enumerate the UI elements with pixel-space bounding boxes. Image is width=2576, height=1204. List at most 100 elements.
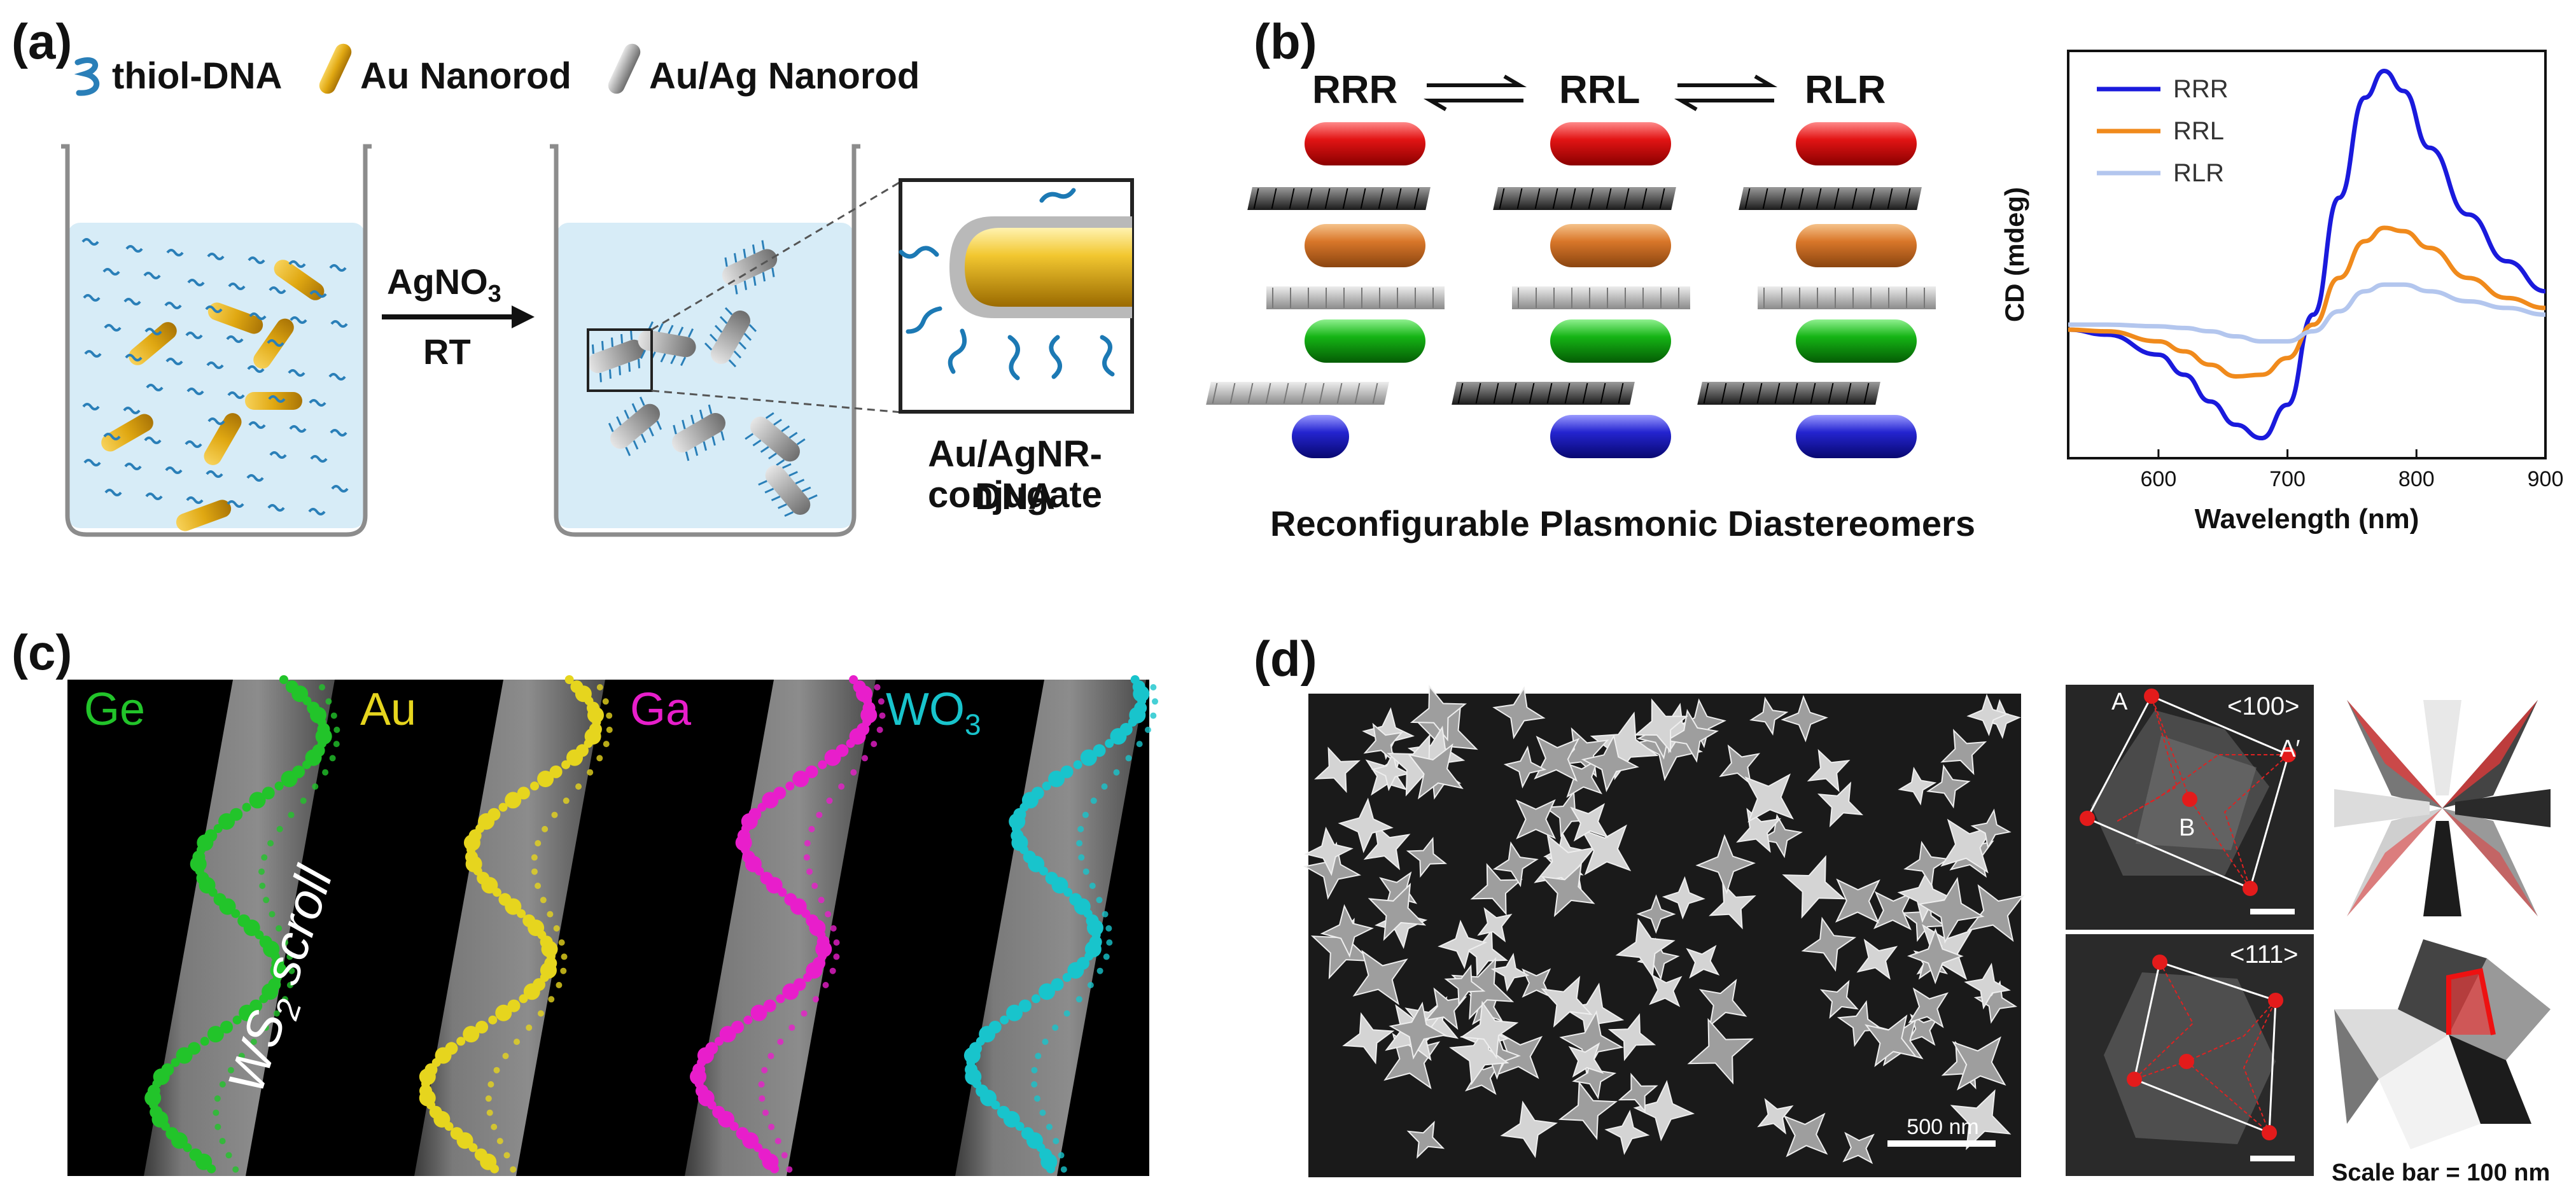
eds-particle	[561, 953, 568, 960]
eds-particle	[603, 741, 610, 748]
chiral-nanoparticle	[1781, 694, 1828, 743]
thiol-dna-strand	[205, 305, 223, 313]
chiral-nanoparticle	[1618, 1072, 1658, 1113]
eds-particle	[171, 1058, 180, 1067]
eds-particle	[488, 1015, 498, 1025]
dna-strand	[765, 412, 774, 419]
eds-particle	[833, 953, 840, 960]
eds-particle	[1003, 1110, 1020, 1128]
eds-particle	[1136, 741, 1143, 748]
chiral-nanoparticle	[1492, 841, 1539, 888]
eds-particle	[1150, 712, 1157, 719]
chiral-nanoparticle	[1607, 1013, 1656, 1061]
eds-particle	[876, 726, 883, 733]
eds-particle	[1039, 866, 1048, 876]
thiol-dna-strand	[145, 493, 163, 500]
eds-particle	[288, 811, 295, 818]
eds-particle	[816, 811, 823, 818]
eds-particle	[286, 953, 293, 960]
eds-particle	[1015, 1122, 1025, 1131]
thiol-dna-strand	[83, 459, 101, 466]
eds-particle	[762, 792, 779, 809]
eds-particle	[214, 1123, 221, 1130]
eds-particle	[822, 982, 829, 988]
dna-strand	[733, 253, 738, 263]
dna-origami-sheet	[1452, 382, 1635, 405]
chiral-nanoparticle	[1310, 918, 1373, 979]
eds-particle	[1058, 1152, 1065, 1159]
eds-particle	[547, 911, 554, 918]
dna-strand	[738, 341, 747, 350]
eds-particle	[274, 781, 284, 791]
eds-particle	[833, 939, 840, 946]
panel-a-label: (a)	[11, 13, 73, 69]
thiol-dna-strand	[290, 316, 307, 324]
eds-particle	[871, 741, 878, 748]
chiral-nanoparticle	[1320, 904, 1374, 958]
eds-particle	[269, 911, 276, 918]
dna-strand	[660, 353, 666, 363]
chiral-nanoparticle	[1749, 696, 1789, 736]
eds-particle	[1035, 1053, 1042, 1060]
eds-particle	[1087, 982, 1094, 988]
eds-particle	[1152, 698, 1159, 705]
eds-particle	[742, 1132, 759, 1149]
eds-particle	[1046, 1123, 1053, 1130]
nanorod	[1292, 415, 1349, 458]
eds-particle	[1031, 1067, 1038, 1074]
au-nanorod	[274, 260, 325, 300]
eds-particle	[1062, 973, 1072, 982]
element-label-au: Au	[360, 684, 417, 735]
eds-particle	[805, 765, 818, 778]
dna-strand	[764, 487, 774, 494]
dna-strand	[628, 362, 631, 372]
auag-nanorod	[610, 403, 660, 449]
thiol-dna-strand	[267, 339, 284, 347]
nanorod	[1550, 122, 1671, 165]
chiral-nanoparticle	[1970, 808, 2012, 850]
eds-particle	[1105, 739, 1114, 748]
eds-particle	[758, 1081, 765, 1088]
nanorod	[1305, 224, 1425, 267]
eds-particle	[463, 1026, 480, 1043]
eds-particle	[531, 868, 538, 875]
eds-particle	[225, 1152, 232, 1159]
dna-strand	[788, 431, 798, 439]
au-nanorod	[129, 322, 177, 365]
eds-particle	[1028, 855, 1045, 872]
auag-nanorod	[750, 416, 800, 462]
dna-strand	[761, 240, 765, 250]
chiral-nanoparticle	[1952, 1036, 2006, 1091]
thiol-dna-strand	[228, 283, 246, 290]
chiral-nanoparticle	[1898, 766, 1937, 806]
eds-particle	[262, 1024, 269, 1031]
thiol-dna-strand	[288, 369, 305, 377]
eds-particle	[830, 925, 837, 932]
chiral-polyhedron-model-111	[2334, 939, 2551, 1149]
chiral-nanoparticle	[1558, 1081, 1618, 1140]
chiral-nanoparticle	[1407, 743, 1464, 800]
eds-particle	[803, 854, 810, 861]
eds-particle	[1006, 1004, 1023, 1021]
chiral-nanoparticle	[1406, 1121, 1445, 1159]
eds-particle	[325, 698, 332, 705]
product-label-line2: conjugate	[928, 474, 1102, 515]
equilibrium-arrow-icon	[1674, 74, 1778, 111]
dna-strand	[591, 344, 594, 354]
thiol-dna-strand	[144, 328, 162, 335]
eds-particle	[238, 1053, 245, 1060]
eds-particle	[553, 925, 560, 932]
eds-particle	[606, 726, 613, 733]
thiol-dna-strand	[185, 440, 202, 448]
thiol-dna-strand	[246, 474, 264, 482]
eds-particle	[195, 1153, 213, 1170]
eds-particle	[1103, 953, 1110, 960]
thiol-dna-strand	[187, 279, 205, 286]
chiral-nanoparticle	[1865, 1014, 1917, 1067]
thiol-dna-strand	[185, 332, 203, 339]
eds-particle	[444, 1122, 454, 1131]
eds-particle	[788, 1024, 795, 1031]
eds-particle	[1125, 755, 1132, 762]
thiol-dna-strand	[82, 403, 100, 410]
chiral-nanoparticle	[1801, 916, 1857, 972]
